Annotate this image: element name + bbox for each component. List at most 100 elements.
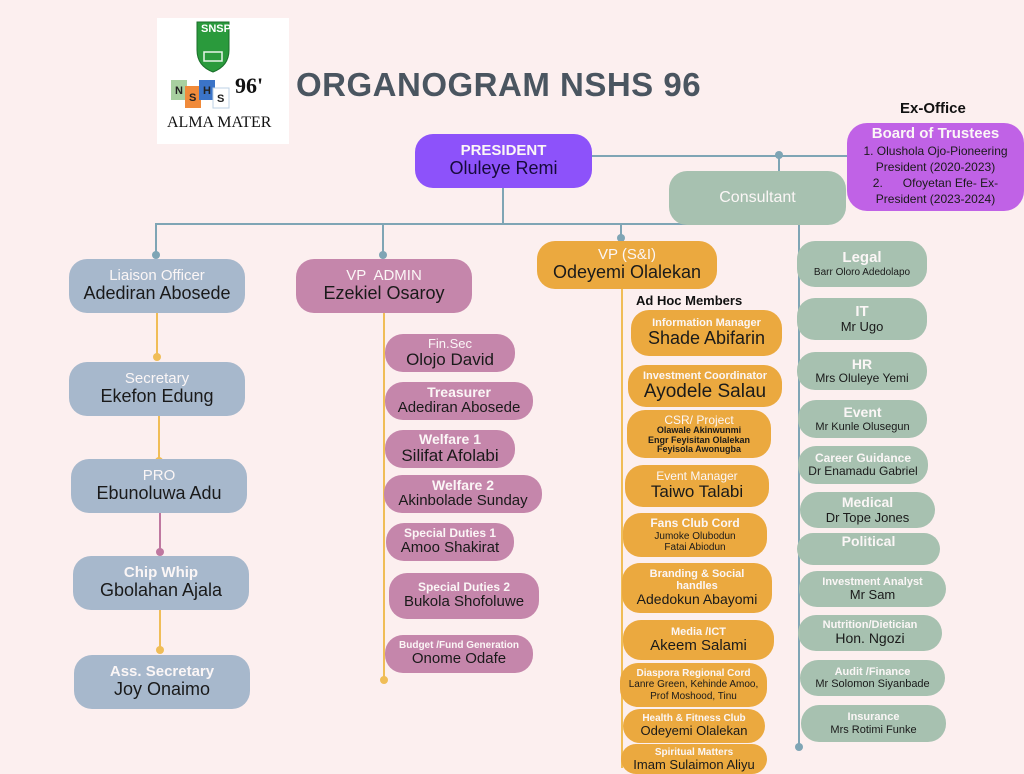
connector	[155, 223, 800, 225]
connector-dot	[156, 646, 164, 654]
node-name: Joy Onaimo	[113, 679, 211, 700]
node-role: Special Duties 1	[403, 526, 497, 541]
pro-node[interactable]: PRO Ebunoluwa Adu	[71, 459, 247, 513]
node-role: HR	[851, 355, 873, 372]
career-guidance-node[interactable]: Career Guidance Dr Enamadu Gabriel	[798, 446, 928, 484]
logo-letter: S	[217, 93, 225, 105]
node-role: CSR/ Project	[664, 412, 734, 427]
node-role: Liaison Officer	[109, 266, 205, 284]
connector-dot	[380, 676, 388, 684]
spiritual-matters-node[interactable]: Spiritual Matters Imam Sulaimon Aliyu	[621, 744, 767, 774]
node-name: Ayodele Salau	[643, 380, 767, 402]
school-crest-icon	[171, 21, 230, 109]
connector	[158, 415, 160, 461]
health-fitness-club-node[interactable]: Health & Fitness Club Odeyemi Olalekan	[623, 709, 765, 743]
information-manager-node[interactable]: Information Manager Shade Abifarin	[631, 310, 782, 356]
welfare-2-node[interactable]: Welfare 2 Akinbolade Sunday	[384, 475, 542, 513]
hr-node[interactable]: HR Mrs Oluleye Yemi	[797, 352, 927, 390]
audit-finance-node[interactable]: Audit /Finance Mr Solomon Siyanbade	[800, 660, 945, 696]
connector-dot	[153, 353, 161, 361]
assistant-secretary-node[interactable]: Ass. Secretary Joy Onaimo	[74, 655, 250, 709]
node-role: Investment Coordinator	[642, 369, 768, 382]
treasurer-node[interactable]: Treasurer Adediran Abosede	[385, 382, 533, 420]
node-role: Legal	[842, 249, 882, 267]
node-name: Dr Tope Jones	[825, 509, 910, 525]
node-role: Investment Analyst	[822, 575, 923, 588]
vp-admin-node[interactable]: VP ADMIN Ezekiel Osaroy	[296, 259, 472, 313]
legal-node[interactable]: Legal Barr Oloro Adedolapo	[797, 241, 927, 287]
node-role: Career Guidance	[814, 450, 912, 465]
special-duties-2-node[interactable]: Special Duties 2 Bukola Shofoluwe	[389, 573, 539, 619]
insurance-node[interactable]: Insurance Mrs Rotimi Funke	[801, 705, 946, 742]
node-role: Health & Fitness Club	[642, 713, 746, 725]
node-role: Chip Whip	[123, 563, 199, 581]
node-role: Welfare 1	[419, 430, 481, 447]
node-role: Audit /Finance	[834, 665, 911, 678]
president-node[interactable]: PRESIDENT Oluleye Remi	[415, 134, 592, 188]
node-name: Barr Oloro Adedolapo	[813, 266, 911, 278]
node-name: Ekefon Edung	[100, 386, 214, 407]
board-member-line: 2. Ofoyetan Efe- Ex-	[872, 175, 999, 190]
connector	[798, 223, 800, 747]
logo-letter: S	[189, 92, 197, 104]
node-role: Welfare 2	[432, 477, 494, 494]
event-manager-node[interactable]: Event Manager Taiwo Talabi	[625, 465, 769, 507]
it-node[interactable]: IT Mr Ugo	[797, 298, 927, 340]
logo-caption: ALMA MATER	[167, 114, 272, 131]
connector	[159, 608, 161, 650]
event-node[interactable]: Event Mr Kunle Olusegun	[798, 400, 927, 438]
node-role: Fin.Sec	[427, 335, 473, 351]
consultant-role: Consultant	[719, 189, 796, 207]
special-duties-1-node[interactable]: Special Duties 1 Amoo Shakirat	[386, 523, 514, 561]
diaspora-regional-cord-node[interactable]: Diaspora Regional Cord Lanre Green, Kehi…	[620, 663, 767, 707]
political-node[interactable]: Political	[797, 533, 940, 565]
node-name: Hon. Ngozi	[835, 630, 905, 647]
node-role: VP ADMIN	[346, 266, 422, 284]
secretary-node[interactable]: Secretary Ekefon Edung	[69, 362, 245, 416]
vp-si-node[interactable]: VP (S&I) Odeyemi Olalekan	[537, 241, 717, 289]
board-member-line: President (2023-2024)	[875, 191, 996, 206]
connector	[778, 155, 780, 173]
media-ict-node[interactable]: Media /ICT Akeem Salami	[623, 620, 774, 660]
chief-whip-node[interactable]: Chip Whip Gbolahan Ajala	[73, 556, 249, 610]
nshs-logo: SNSPI N S H S 96' ALMA MATER	[157, 18, 289, 144]
node-name: Bukola Shofoluwe	[403, 593, 525, 611]
board-role: Board of Trustees	[871, 125, 1000, 142]
nutrition-dietician-node[interactable]: Nutrition/Dietician Hon. Ngozi	[798, 615, 942, 651]
node-name-line: Olawale Akinwunmi	[656, 425, 742, 436]
logo-letter: N	[175, 85, 183, 97]
adhoc-members-label: Ad Hoc Members	[636, 293, 743, 308]
node-name: Olojo David	[406, 349, 494, 369]
node-name-line: Jumoke Olubodun	[654, 530, 736, 542]
csr-project-node[interactable]: CSR/ Project Olawale Akinwunmi Engr Feyi…	[627, 410, 771, 458]
medical-node[interactable]: Medical Dr Tope Jones	[800, 492, 935, 528]
node-name: Mr Solomon Siyanbade	[815, 678, 930, 690]
node-name: Akeem Salami	[650, 636, 747, 654]
node-name: Mrs Oluleye Yemi	[815, 371, 909, 386]
node-role: Medical	[841, 494, 894, 511]
investment-analyst-node[interactable]: Investment Analyst Mr Sam	[799, 571, 946, 607]
connector-dot	[795, 743, 803, 751]
node-role: Media /ICT	[670, 625, 726, 638]
node-name: Mr Ugo	[840, 319, 884, 335]
node-name: Adediran Abosede	[83, 283, 231, 304]
node-name-line: Feyisola Awonugba	[656, 444, 741, 455]
liaison-officer-node[interactable]: Liaison Officer Adediran Abosede	[69, 259, 245, 313]
node-name: Dr Enamadu Gabriel	[808, 464, 918, 478]
investment-coordinator-node[interactable]: Investment Coordinator Ayodele Salau	[628, 365, 782, 407]
node-role: Event	[843, 404, 882, 421]
node-role: VP (S&I)	[597, 245, 657, 263]
connector	[620, 223, 622, 237]
node-name-line: Fatai Abiodun	[664, 541, 726, 553]
node-name: Mr Kunle Olusegun	[815, 420, 910, 433]
board-of-trustees-node[interactable]: Board of Trustees 1. Olushola Ojo-Pionee…	[847, 123, 1024, 211]
branding-social-handles-node[interactable]: Branding & Social handles Adedokun Abayo…	[622, 563, 772, 613]
board-member-line: 1. Olushola Ojo-Pioneering	[863, 143, 1008, 158]
connector	[155, 223, 157, 255]
budget-fund-generation-node[interactable]: Budget /Fund Generation Onome Odafe	[385, 635, 533, 673]
fin-sec-node[interactable]: Fin.Sec Olojo David	[385, 334, 515, 372]
consultant-node[interactable]: Consultant	[669, 171, 846, 225]
node-role: PRO	[142, 466, 176, 484]
welfare-1-node[interactable]: Welfare 1 Silifat Afolabi	[385, 430, 515, 468]
fans-club-cord-node[interactable]: Fans Club Cord Jumoke Olubodun Fatai Abi…	[623, 513, 767, 557]
